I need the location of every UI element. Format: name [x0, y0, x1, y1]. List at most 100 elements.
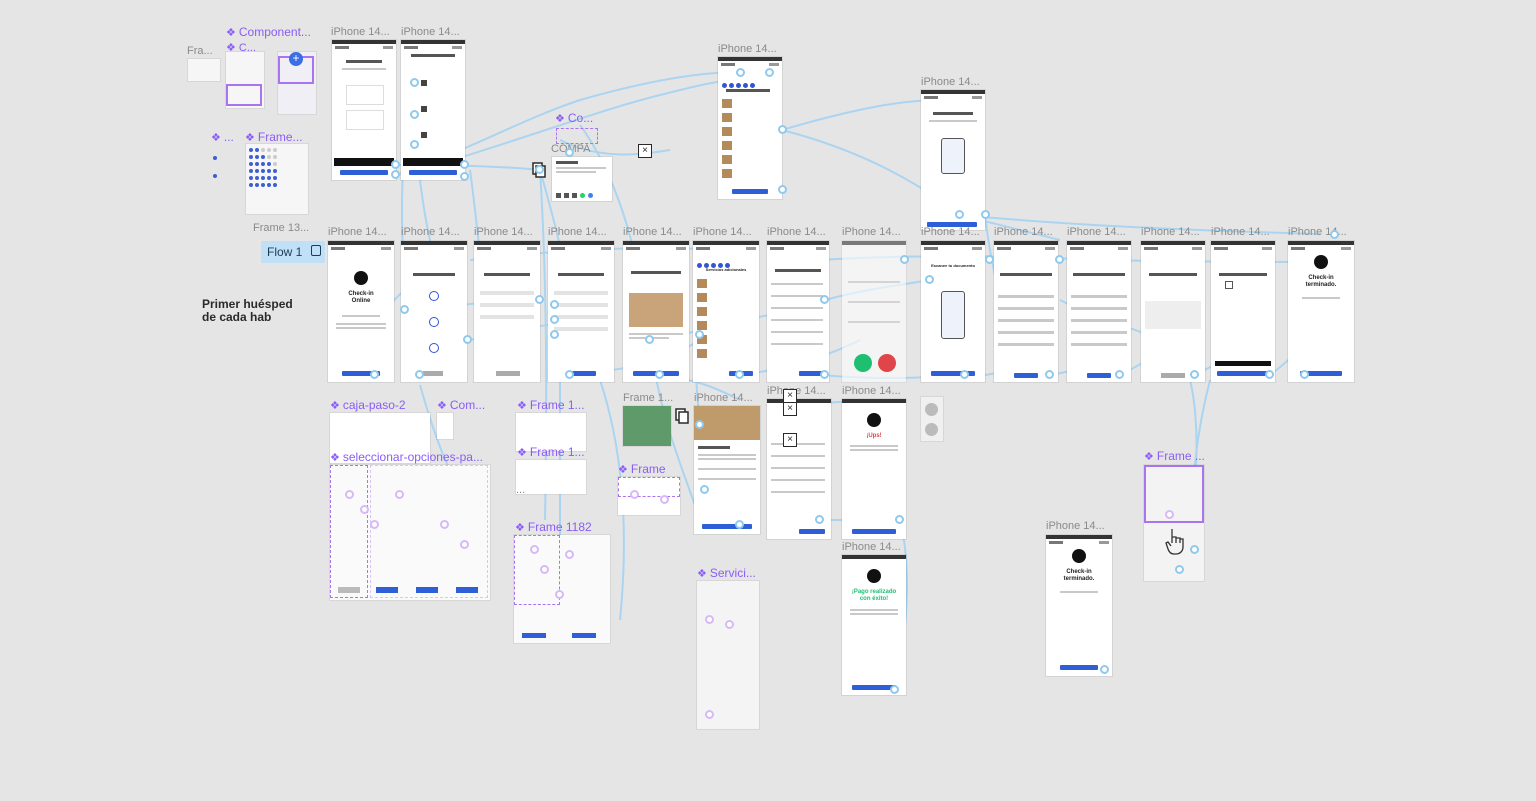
component-diamond-icon: ❖: [1144, 451, 1154, 463]
frame-label[interactable]: iPhone 14...: [623, 226, 682, 238]
component-instance-outline[interactable]: [556, 128, 598, 144]
seleccionar-label[interactable]: ❖seleccionar-opciones-pa...: [330, 450, 483, 464]
component-dots-label[interactable]: ❖...: [211, 130, 234, 144]
component-diamond-icon: ❖: [555, 113, 565, 125]
frame-label[interactable]: iPhone 14...: [1067, 226, 1126, 238]
step-indicator-variants[interactable]: [246, 144, 308, 214]
frame-label[interactable]: iPhone 14...: [842, 385, 901, 397]
error-state-indicator: [878, 354, 896, 372]
com-component[interactable]: [437, 413, 453, 439]
close-x-icon[interactable]: ×: [783, 433, 797, 447]
iphone-frame-canal[interactable]: [548, 241, 614, 382]
iphone-frame-escanee-top[interactable]: [921, 90, 985, 230]
frame-label[interactable]: iPhone 14...: [842, 226, 901, 238]
frame-label[interactable]: iPhone 14...: [1141, 226, 1200, 238]
component-diamond-icon: ❖: [245, 132, 255, 144]
frame1182-component[interactable]: [514, 535, 610, 643]
component-variant-a[interactable]: [226, 52, 264, 108]
frame1182-label[interactable]: ❖Frame 1182: [515, 520, 592, 534]
iphone-frame-pago-faded[interactable]: [842, 241, 906, 382]
small-frame[interactable]: [188, 59, 220, 81]
iphone-frame-reserva-fotos[interactable]: [623, 241, 689, 382]
iphone-frame-validacion-1[interactable]: [994, 241, 1058, 382]
success-state-indicator: [854, 354, 872, 372]
frame-right-label[interactable]: ❖Frame ...: [1144, 449, 1205, 463]
radio-toggle-component[interactable]: [921, 397, 943, 441]
frame-label[interactable]: iPhone 14...: [694, 392, 753, 404]
component-diamond-icon: ❖: [226, 27, 236, 39]
iphone-frame-habitaciones[interactable]: [332, 40, 396, 180]
frame-label[interactable]: iPhone 14...: [548, 226, 607, 238]
iphone-frame-escanee[interactable]: Escanee tu documento: [921, 241, 985, 382]
frame-label[interactable]: iPhone 14...: [1046, 520, 1105, 532]
frame1-label-a[interactable]: ❖Frame 1...: [517, 398, 585, 412]
flow-starting-point[interactable]: Flow 1: [261, 241, 325, 263]
component-diamond-icon: ❖: [618, 464, 628, 476]
servicios-title: Servicios adicionales: [705, 267, 747, 272]
iphone-frame-validacion-2[interactable]: [1067, 241, 1131, 382]
frame1-component-b[interactable]: [516, 460, 586, 494]
close-x-icon[interactable]: ×: [783, 402, 797, 416]
seleccionar-opciones-component[interactable]: [330, 465, 490, 600]
frame-dots-label[interactable]: ...: [516, 484, 526, 496]
share-sheet-frame[interactable]: [552, 157, 612, 201]
frame-label[interactable]: iPhone 14...: [718, 43, 777, 55]
iphone-frame-servicios-adicionales[interactable]: Servicios adicionales: [693, 241, 759, 382]
frame1-label-b[interactable]: ❖Frame 1...: [517, 445, 585, 459]
component-diamond-icon: ❖: [211, 132, 221, 144]
servicios-list-component[interactable]: [697, 581, 759, 729]
servicios-label[interactable]: ❖Servici...: [697, 566, 756, 580]
frame-label[interactable]: iPhone 14...: [331, 26, 390, 38]
frame-label-frame1[interactable]: Frame 1...: [623, 392, 674, 404]
iphone-frame-validacion-3[interactable]: [1141, 241, 1205, 382]
frame-label[interactable]: iPhone 14...: [921, 76, 980, 88]
caja-paso-component[interactable]: [330, 413, 430, 463]
frame-label[interactable]: iPhone 14...: [767, 226, 826, 238]
iphone-frame-habitacion[interactable]: [474, 241, 540, 382]
frame-label-frame13[interactable]: Frame 13...: [253, 222, 310, 234]
frame1-component-a[interactable]: [516, 413, 586, 451]
iphone-frame-detalle-reserva[interactable]: [767, 241, 829, 382]
component-frame-label[interactable]: ❖Frame...: [245, 130, 303, 144]
frame-small-component[interactable]: [618, 477, 680, 515]
scan-animation-component[interactable]: [1144, 465, 1204, 581]
frame-label[interactable]: iPhone 14...: [921, 226, 980, 238]
component-diamond-icon: ❖: [330, 400, 340, 412]
plus-circle-icon[interactable]: +: [289, 52, 303, 66]
iphone-frame-resumen[interactable]: [401, 40, 465, 180]
copy-icon[interactable]: [675, 408, 689, 424]
selected-variant-outline[interactable]: [226, 84, 262, 106]
frame-label[interactable]: iPhone 14...: [474, 226, 533, 238]
component-set-label[interactable]: ❖Component...: [226, 25, 311, 39]
frame-label[interactable]: iPhone 14...: [401, 226, 460, 238]
frame-label[interactable]: iPhone 14...: [401, 26, 460, 38]
frame-label[interactable]: iPhone 14...: [328, 226, 387, 238]
com-label[interactable]: ❖Com...: [437, 398, 486, 412]
frame-label[interactable]: iPhone 14...: [693, 226, 752, 238]
frame-label[interactable]: iPhone 14...: [842, 541, 901, 553]
hotel-photo-frame[interactable]: [623, 406, 671, 446]
iphone-frame-validacion-4[interactable]: [1211, 241, 1275, 382]
ups-title: ¡Ups!: [866, 433, 882, 439]
frame-label[interactable]: iPhone 14...: [1211, 226, 1270, 238]
iphone-frame-servicio-detalle[interactable]: [694, 406, 760, 534]
iphone-frame-servicios-top[interactable]: [718, 57, 782, 199]
frame-small-label[interactable]: ❖Frame: [618, 462, 666, 476]
component-c-label[interactable]: ❖C...: [226, 42, 256, 54]
frame-label-fra[interactable]: Fra...: [187, 45, 213, 57]
component-co-label[interactable]: ❖Co...: [555, 111, 594, 125]
component-diamond-icon: ❖: [226, 42, 236, 54]
frame-label[interactable]: iPhone 14...: [994, 226, 1053, 238]
iphone-frame-quien-eres[interactable]: [401, 241, 467, 382]
caja-paso-label[interactable]: ❖caja-paso-2: [330, 398, 406, 412]
step-dots-mini: [212, 148, 242, 178]
close-x-icon[interactable]: ×: [783, 389, 797, 403]
close-x-icon[interactable]: ×: [638, 144, 652, 158]
